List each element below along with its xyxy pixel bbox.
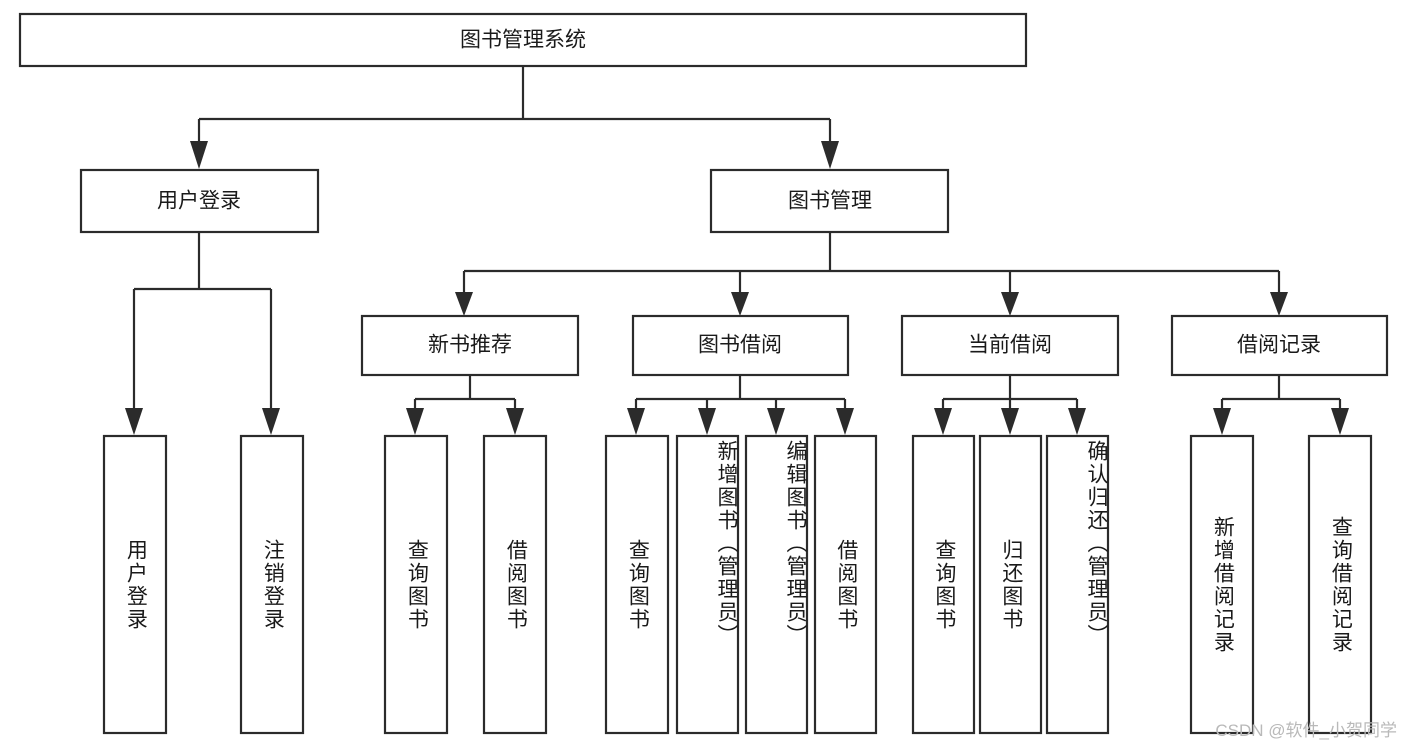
node-leaf-add-book-box[interactable]	[675, 434, 740, 735]
leaf-label-query-record: 查询借阅记录	[1329, 515, 1353, 654]
leaf-label-confirm-return: 确认归还（管理员）	[1085, 440, 1108, 647]
edges-group	[125, 66, 1349, 435]
node-book-borrow-box[interactable]	[631, 314, 850, 377]
node-leaf-borrow-book-1-box[interactable]	[482, 434, 548, 735]
node-leaf-logout-box[interactable]	[239, 434, 305, 735]
leaf-label-add-record: 新增借阅记录	[1211, 515, 1235, 654]
leaf-label-borrow-book-2: 借阅图书	[834, 538, 858, 631]
node-leaf-query-record-box[interactable]	[1307, 434, 1373, 735]
node-borrow-records-box[interactable]	[1170, 314, 1389, 377]
leaf-label-user-login: 用户登录	[124, 538, 148, 631]
arrow-borrow-leaf-4	[836, 408, 854, 435]
leaf-label-add-book: 新增图书（管理员）	[715, 440, 738, 647]
arrow-borrow-leaf-2	[698, 408, 716, 435]
node-leaf-query-book-3-box[interactable]	[911, 434, 976, 735]
arrow-root-to-user-login	[190, 141, 208, 169]
arrow-newbook-leaf-2	[506, 408, 524, 435]
node-book-borrow-label: 图书借阅	[698, 334, 782, 357]
nodes-group: 图书管理系统 用户登录 图书管理 新书推荐 图书借阅 当前借阅 借阅记录	[18, 12, 1389, 735]
leaf-label-query-book-3: 查询图书	[932, 538, 956, 631]
node-leaf-confirm-return-box[interactable]	[1045, 434, 1110, 735]
leaf-label-borrow-book-1: 借阅图书	[504, 538, 528, 631]
node-leaf-query-book-2-box[interactable]	[604, 434, 670, 735]
arrow-bookmanage-current	[1001, 292, 1019, 316]
arrow-newbook-leaf-1	[406, 408, 424, 435]
arrow-bookmanage-records	[1270, 292, 1288, 316]
node-user-login-label: 用户登录	[157, 190, 241, 213]
node-current-borrow-box[interactable]	[900, 314, 1120, 377]
leaf-label-query-book-1: 查询图书	[405, 538, 429, 631]
node-borrow-records-label: 借阅记录	[1237, 334, 1321, 357]
node-new-book-rec-box[interactable]	[360, 314, 580, 377]
node-leaf-return-book-box[interactable]	[978, 434, 1043, 735]
arrow-userlogin-leaf-2	[262, 408, 280, 435]
arrow-borrow-leaf-1	[627, 408, 645, 435]
node-book-manage-label: 图书管理	[788, 190, 872, 213]
arrow-current-leaf-1	[934, 408, 952, 435]
node-book-manage-box[interactable]	[709, 168, 950, 234]
leaf-label-edit-book: 编辑图书（管理员）	[784, 440, 807, 647]
node-leaf-user-login-box[interactable]	[102, 434, 168, 735]
node-leaf-borrow-book-2-box[interactable]	[813, 434, 878, 735]
node-leaf-add-record-box[interactable]	[1189, 434, 1255, 735]
csdn-watermark: CSDN @软件_小贺同学	[1215, 721, 1397, 740]
leaf-label-query-book-2: 查询图书	[626, 538, 650, 631]
arrow-bookmanage-borrow	[731, 292, 749, 316]
arrow-records-leaf-2	[1331, 408, 1349, 435]
leaf-label-return-book: 归还图书	[999, 538, 1023, 631]
node-root-box[interactable]	[18, 12, 1028, 68]
node-new-book-rec-label: 新书推荐	[428, 334, 512, 357]
arrow-bookmanage-new-book	[455, 292, 473, 316]
leaf-label-logout: 注销登录	[261, 538, 285, 631]
node-root-label: 图书管理系统	[460, 29, 586, 52]
node-leaf-query-book-1-box[interactable]	[383, 434, 449, 735]
arrow-root-to-book-manage	[821, 141, 839, 169]
arrow-current-leaf-3	[1068, 408, 1086, 435]
node-current-borrow-label: 当前借阅	[968, 334, 1052, 357]
node-leaf-edit-book-box[interactable]	[744, 434, 809, 735]
arrow-records-leaf-1	[1213, 408, 1231, 435]
arrow-userlogin-leaf-1	[125, 408, 143, 435]
node-user-login-box[interactable]	[79, 168, 320, 234]
arrow-current-leaf-2	[1001, 408, 1019, 435]
arrow-borrow-leaf-3	[767, 408, 785, 435]
